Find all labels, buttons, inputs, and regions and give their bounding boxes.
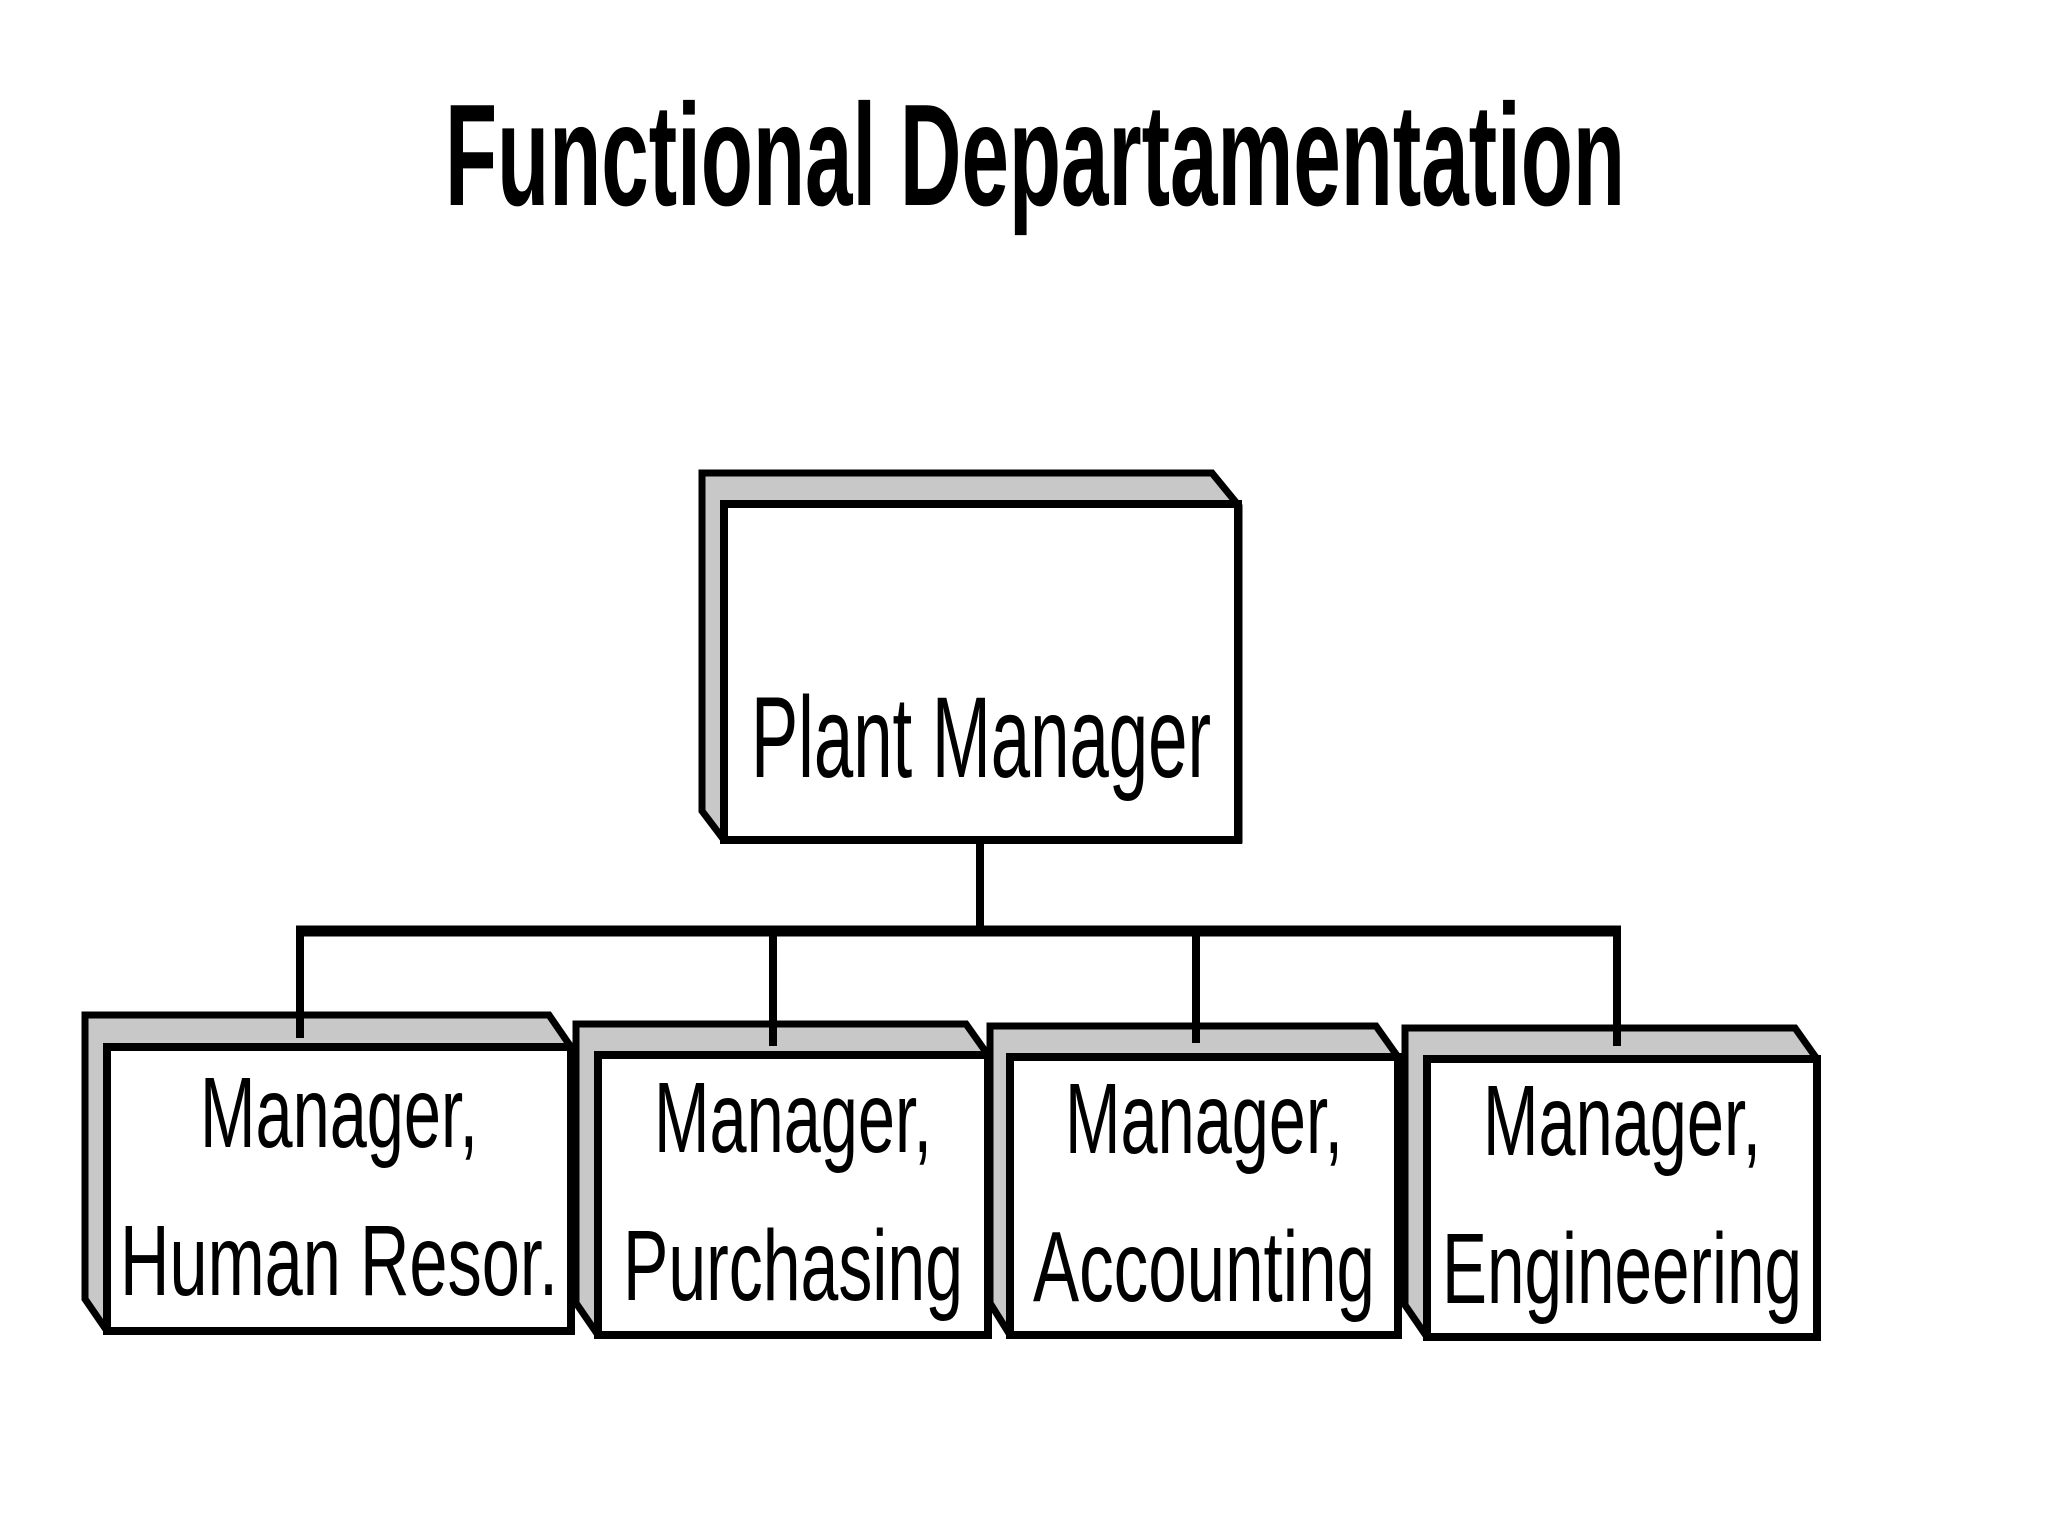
node-label-manager-human-resources-line2: Human Resor. (120, 1205, 558, 1317)
card-face-manager-engineering (1423, 1055, 1821, 1341)
connector-lines (296, 836, 1621, 1046)
node-label-manager-accounting-line1: Manager, (1065, 1063, 1343, 1175)
node-manager-engineering: Manager, Engineering (1423, 1055, 1821, 1341)
node-manager-accounting: Manager, Accounting (1006, 1053, 1402, 1339)
node-manager-human-resources: Manager, Human Resor. (103, 1043, 575, 1335)
node-manager-purchasing: Manager, Purchasing (594, 1051, 992, 1339)
node-label-plant-manager: Plant Manager (751, 674, 1211, 802)
node-label-manager-accounting-line2: Accounting (1033, 1211, 1375, 1323)
card-face-manager-purchasing (594, 1051, 992, 1339)
node-label-manager-engineering-line2: Engineering (1442, 1213, 1802, 1325)
node-label-manager-human-resources-line1: Manager, (200, 1057, 478, 1169)
node-plant-manager: Plant Manager (720, 500, 1242, 844)
card-faces: Plant Manager Manager, Human Resor. Mana… (103, 500, 1821, 1341)
node-label-manager-purchasing-line1: Manager, (654, 1062, 932, 1174)
card-face-manager-accounting (1006, 1053, 1402, 1339)
node-label-manager-purchasing-line2: Purchasing (623, 1210, 963, 1322)
chart-title: Functional Departamentation (445, 74, 1625, 236)
node-label-manager-engineering-line1: Manager, (1483, 1065, 1761, 1177)
card-face-manager-human-resources (103, 1043, 575, 1335)
card-face-plant-manager (720, 500, 1242, 844)
